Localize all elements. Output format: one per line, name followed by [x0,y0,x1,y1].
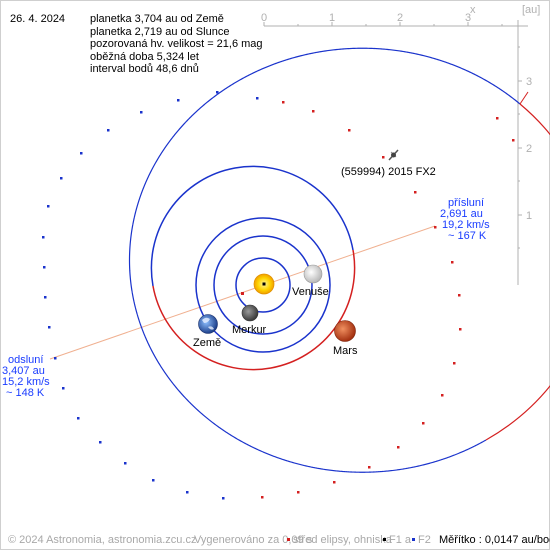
legend-center-label: střed elipsy, ohniska [293,534,393,546]
mars-label: Mars [333,345,358,357]
perihelion-distance: 2,691 au [440,208,483,220]
x-unit-label: x [470,4,476,16]
sun-icon [253,273,275,295]
mercury-orbit [235,257,291,313]
legend-f2-label: F2 [418,534,431,546]
venus-orbit [213,235,313,335]
info-block: planetka 3,704 au od Země planetka 2,719… [90,13,263,76]
y-tick-1: 1 [526,210,532,222]
aphelion-title: odsluní [8,354,43,366]
info-magnitude: pozorovaná hv. velikost = 21,6 mag [90,38,263,50]
asteroid-orbit-below [128,47,521,473]
mercury-icon [241,304,259,322]
venus-label: Venuše [292,286,329,298]
perihelion-info: přísluní 2,691 au 19,2 km/s ~ 167 K [440,197,490,242]
x-tick-0: 0 [261,12,267,24]
earth-orbit [195,217,331,353]
aphelion-temperature: ~ 148 K [6,387,45,399]
mars-orbit-blue [150,165,354,287]
mercury-label: Merkur [232,324,267,336]
asteroid-label: (559994) 2015 FX2 [341,166,436,178]
perihelion-temperature: ~ 167 K [448,230,487,242]
asteroid-orbit-above [485,103,550,441]
info-point-interval: interval bodů 48,6 dnů [90,63,199,75]
aphelion-distance: 3,407 au [2,365,45,377]
x-tick-1: 1 [329,12,335,24]
venus-icon [303,264,323,284]
legend-f1-label: F1 a [389,534,412,546]
y-unit-label: [au] [522,4,540,16]
orbit-arc-tail [519,91,529,105]
asteroid-icon [388,149,399,161]
footer-scale: Měřítko : 0,0147 au/bod [439,534,550,546]
y-tick-3: 3 [526,76,532,88]
mars-icon [334,320,356,342]
aphelion-speed: 15,2 km/s [2,376,50,388]
mars-orbit-red [152,249,356,371]
asteroid-orbit-points-red [261,101,515,499]
earth-label: Země [193,337,221,349]
legend-center-marker [287,538,290,541]
info-sun-distance: planetka 2,719 au od Slunce [90,25,230,38]
aphelion-info: odsluní 3,407 au 15,2 km/s ~ 148 K [2,354,50,399]
x-tick-2: 2 [397,12,403,24]
info-orbital-period: oběžná doba 5,324 let [90,50,199,63]
legend-f1-marker [383,538,386,541]
x-axis [263,22,528,27]
asteroid-orbit-points [42,91,259,500]
legend-f2-marker [412,538,415,541]
footer-copyright: © 2024 Astronomia, astronomia.zcu.cz [8,534,196,546]
ellipse-center-marker [241,292,244,295]
perihelion-title: přísluní [448,197,484,209]
info-earth-distance: planetka 3,704 au od Země [90,13,224,25]
y-tick-2: 2 [526,143,532,155]
date-label: 26. 4. 2024 [10,13,66,25]
earth-icon [198,314,218,334]
y-axis [517,20,522,285]
footer-generated: Vygenerováno za 0,09 s [194,534,313,546]
x-tick-3: 3 [465,12,471,24]
perihelion-speed: 19,2 km/s [442,219,490,231]
